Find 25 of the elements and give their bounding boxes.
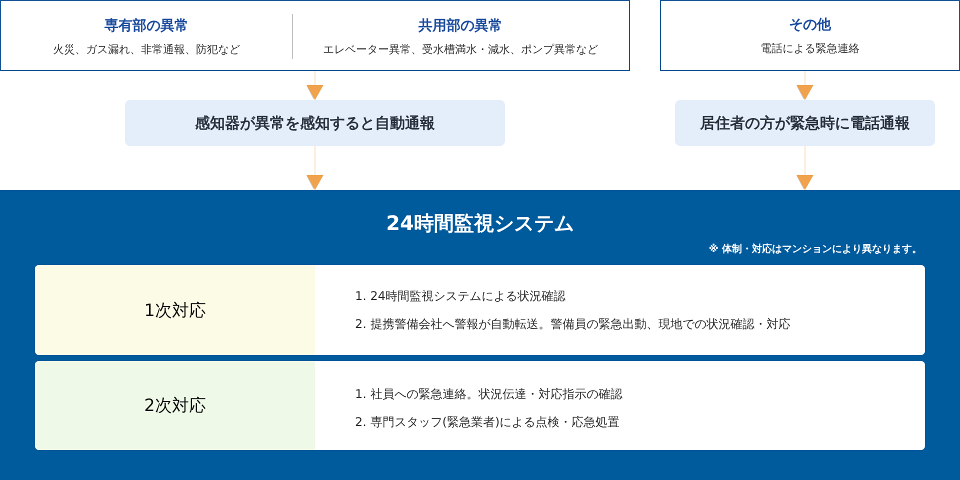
process-box — [675, 100, 935, 146]
response-level: 2次対応 — [35, 361, 315, 450]
section-heading: 専有部の異常 — [104, 16, 188, 34]
alert-box — [0, 0, 630, 71]
section-description: 電話による緊急連絡 — [760, 40, 860, 56]
section-description: エレベーター異常、受水槽満水・減水、ポンプ異常など — [323, 42, 598, 56]
list-item: 1. 24時間監視システムによる状況確認 — [355, 288, 567, 305]
list-item: 2. 提携警備会社へ警報が自動転送。警備員の緊急出動、現地での状況確認・対応 — [355, 316, 792, 333]
system-panel — [0, 190, 960, 480]
section-description: 火災、ガス漏れ、非常通報、防犯など — [53, 42, 240, 56]
process-label: 居住者の方が緊急時に電話通報 — [700, 114, 910, 132]
response-card — [35, 265, 925, 355]
arrow — [798, 70, 812, 100]
footnote: ※ 体制・対応はマンションにより異なります。 — [708, 242, 922, 256]
response-level: 1次対応 — [35, 265, 315, 355]
section-heading: その他 — [789, 16, 831, 34]
panel-title: 24時間監視システム — [386, 210, 574, 237]
arrow — [308, 70, 322, 100]
process-box — [125, 100, 505, 146]
list-item: 1. 社員への緊急連絡。状況伝達・対応指示の確認 — [355, 386, 624, 403]
alert-box — [660, 0, 960, 71]
response-card — [35, 361, 925, 450]
process-label: 感知器が異常を感知すると自動通報 — [195, 114, 435, 132]
section-heading: 共用部の異常 — [418, 16, 502, 34]
list-item: 2. 専門スタッフ(緊急業者)による点検・応急処置 — [355, 414, 621, 431]
